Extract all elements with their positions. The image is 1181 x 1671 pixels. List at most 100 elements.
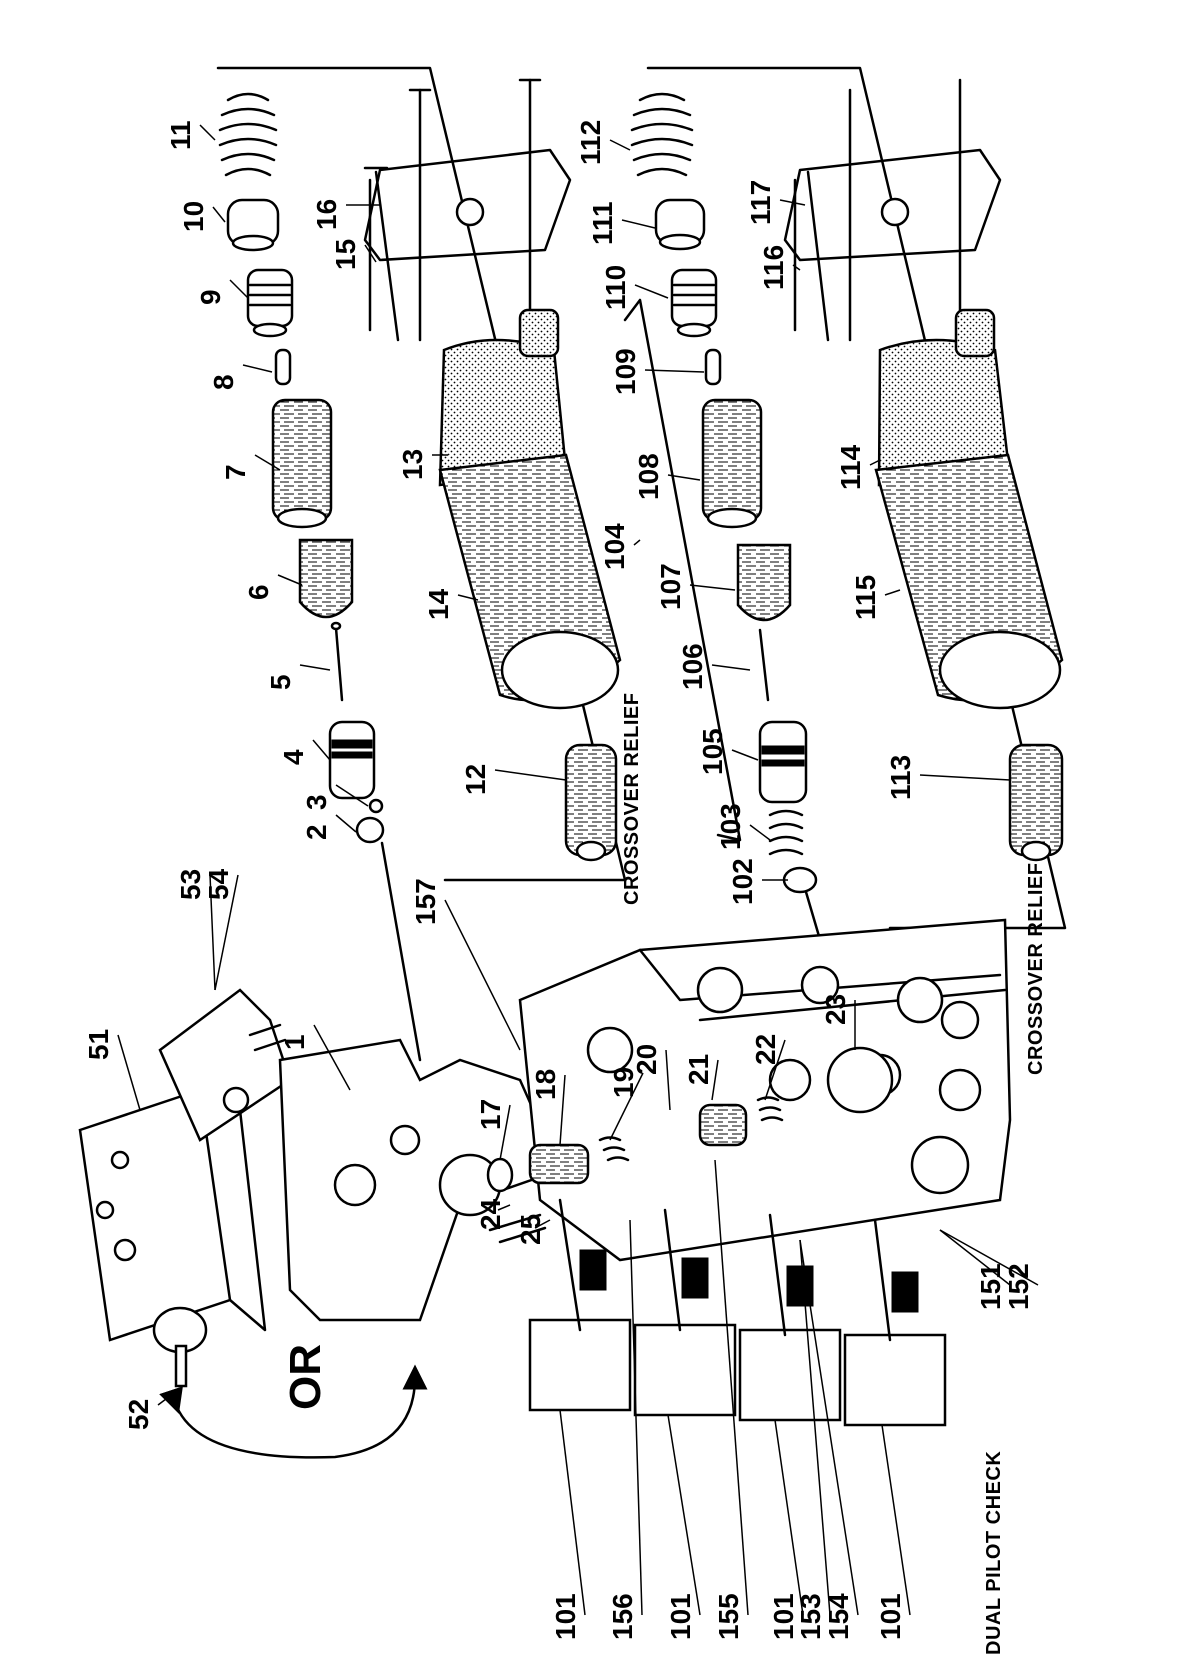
plunger-108 (701, 398, 763, 529)
callout-label: 14 (423, 588, 454, 620)
callout-label: 114 (835, 444, 866, 490)
leader-line (665, 1049, 671, 1111)
leader-line (364, 244, 377, 263)
callout-label: 103 (715, 803, 746, 850)
leader-line (313, 1024, 351, 1091)
callout-101: 101 (550, 1409, 586, 1640)
callout-label: 101 (875, 1593, 906, 1640)
solenoid-53 (158, 988, 292, 1142)
callout-9: 9 (195, 279, 249, 305)
callout-label: 23 (820, 994, 851, 1025)
or-label: OR (281, 1344, 330, 1410)
leader-line (212, 206, 226, 223)
callout-label: 4 (278, 749, 309, 765)
callout-18: 18 (530, 1069, 566, 1146)
plunger-7 (271, 398, 333, 529)
callout-13: 13 (397, 449, 448, 480)
callout-52: 52 (123, 1389, 179, 1430)
callout-53: 53 (175, 869, 216, 991)
callout-label: 22 (750, 1034, 781, 1065)
callout-112: 112 (575, 120, 631, 165)
callout-20: 20 (631, 1044, 671, 1111)
callout-label: 52 (123, 1399, 154, 1430)
callout-label: 8 (208, 374, 239, 390)
seal-105 (758, 720, 808, 804)
callout-11: 11 (165, 120, 216, 150)
callout-label: 25 (515, 1214, 546, 1245)
armature-113 (1008, 743, 1064, 862)
callout-label: 156 (607, 1593, 638, 1640)
leader-line (117, 1034, 141, 1111)
callout-label: 102 (727, 858, 758, 905)
callout-label: 152 (1003, 1263, 1034, 1310)
leader-line (711, 1059, 719, 1101)
callout-label: 101 (550, 1593, 581, 1640)
leader-line (919, 774, 1011, 781)
leader-line (494, 769, 567, 781)
leader-line (534, 1219, 551, 1229)
leader-line (689, 584, 736, 591)
callout-label: 18 (530, 1069, 561, 1100)
callout-114: 114 (835, 444, 881, 490)
cover-plate-116 (783, 78, 1002, 342)
leader-line (711, 664, 751, 671)
callout-19: 19 (608, 1067, 644, 1141)
leader-line (457, 594, 479, 601)
leader-line (214, 874, 239, 991)
callout-25: 25 (515, 1214, 551, 1245)
manifold-stack (518, 918, 1012, 1262)
note-dual-pilot-check: DUAL PILOT CHECK (983, 1451, 1005, 1655)
callout-109: 109 (610, 348, 705, 395)
leader-line (714, 1159, 749, 1616)
leader-line (335, 784, 369, 807)
callout-14: 14 (423, 588, 479, 620)
spring-112 (630, 92, 694, 177)
callout-116: 116 (758, 245, 801, 290)
callout-153: 153 (795, 1239, 831, 1640)
leader-line (559, 1074, 566, 1146)
crossover-relief-bracket (623, 298, 742, 842)
leader-line (939, 1229, 1039, 1286)
screw-117 (806, 170, 830, 342)
callout-label: 157 (410, 878, 441, 925)
check-parts-17-22 (486, 1096, 784, 1244)
callout-3: 3 (301, 784, 369, 810)
leader-line (229, 279, 249, 299)
callout-103: 103 (715, 803, 771, 850)
callout-label: 113 (885, 755, 916, 800)
rod-5 (330, 621, 344, 702)
callout-label: 153 (795, 1593, 826, 1640)
sleeve-115 (874, 453, 1064, 710)
screw-16 (363, 166, 400, 342)
coil-nut-9 (246, 268, 294, 338)
pilot-block-51 (78, 1088, 267, 1342)
leader-line (799, 1239, 859, 1616)
callout-12: 12 (460, 764, 567, 795)
leader-line (312, 739, 331, 761)
callout-label: 109 (610, 348, 641, 395)
callout-label: 155 (713, 1593, 744, 1640)
note-crossover-relief-top: CROSSOVER RELIEF (621, 693, 643, 905)
callout-7: 7 (220, 454, 281, 480)
callout-152: 152 (939, 1229, 1039, 1310)
callout-2: 2 (301, 814, 357, 840)
leader-line (254, 454, 281, 471)
leader-line (209, 874, 216, 991)
callout-101: 101 (665, 1414, 701, 1640)
callout-label: 108 (633, 453, 664, 500)
leader-line (633, 539, 641, 546)
rod-106 (758, 628, 770, 702)
leader-line (299, 664, 331, 671)
callout-label: 5 (265, 674, 296, 690)
spool-6 (298, 538, 354, 619)
callout-101: 101 (875, 1424, 911, 1640)
callout-107: 107 (655, 563, 736, 610)
callout-label: 24 (475, 1198, 506, 1230)
spool-107 (736, 543, 792, 622)
callout-label: 11 (165, 120, 196, 150)
callout-label: 111 (587, 201, 618, 245)
callout-22: 22 (750, 1034, 786, 1101)
fitting-52 (152, 1306, 208, 1388)
leader-line (939, 1229, 1011, 1286)
